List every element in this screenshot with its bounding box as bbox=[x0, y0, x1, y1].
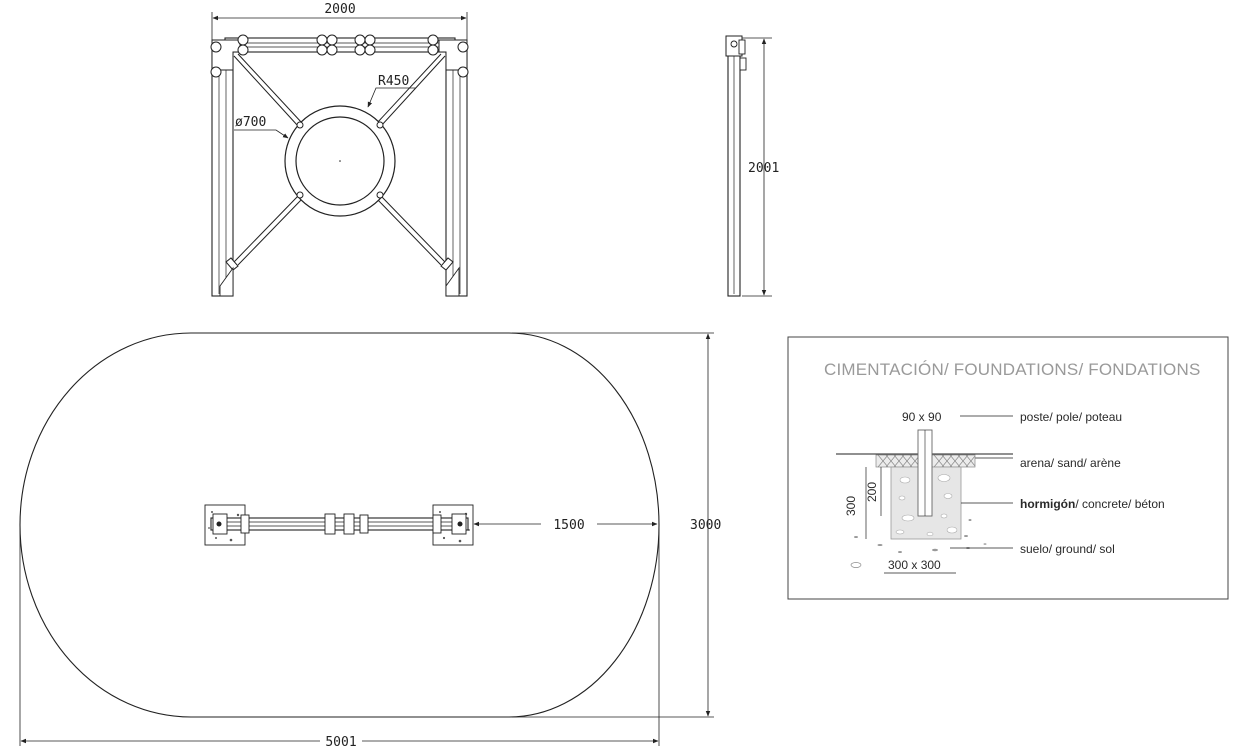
foundations-frame bbox=[787, 336, 1229, 600]
plan-beam bbox=[210, 517, 469, 531]
side-view: 2001 bbox=[725, 35, 779, 297]
sand-label: arena/ sand/ arène bbox=[1020, 456, 1121, 470]
post-label: poste/ pole/ poteau bbox=[1020, 410, 1122, 424]
concrete-label: hormigón/ concrete/ béton bbox=[1020, 497, 1165, 511]
radius-dimension-label: R450 bbox=[378, 74, 409, 89]
width-dimension-label: 2000 bbox=[324, 2, 355, 17]
width-area-dimension-label: 5001 bbox=[325, 735, 356, 750]
top-beam bbox=[224, 37, 456, 53]
beam-clamps bbox=[210, 34, 469, 78]
plan-view: 1500 3000 5001 bbox=[19, 332, 721, 750]
foundations-panel: CIMENTACIÓN/ FOUNDATIONS/ FONDATIONS 90 … bbox=[787, 336, 1229, 600]
beam-dimension-label: 1500 bbox=[553, 518, 584, 533]
diameter-dimension-label: ø700 bbox=[235, 115, 266, 130]
depth-post-label: 200 bbox=[865, 482, 879, 502]
support-cables bbox=[233, 53, 446, 266]
base-size-label: 300 x 300 bbox=[888, 558, 941, 572]
foundations-title: CIMENTACIÓN/ FOUNDATIONS/ FONDATIONS bbox=[824, 360, 1200, 379]
depth-total-label: 300 bbox=[844, 496, 858, 516]
height-dimension-label: 2001 bbox=[748, 161, 779, 176]
front-view: 2000 bbox=[210, 2, 469, 297]
depth-dimension-label: 3000 bbox=[690, 518, 721, 533]
ground-label: suelo/ ground/ sol bbox=[1020, 542, 1115, 556]
post-size-label: 90 x 90 bbox=[902, 410, 942, 424]
